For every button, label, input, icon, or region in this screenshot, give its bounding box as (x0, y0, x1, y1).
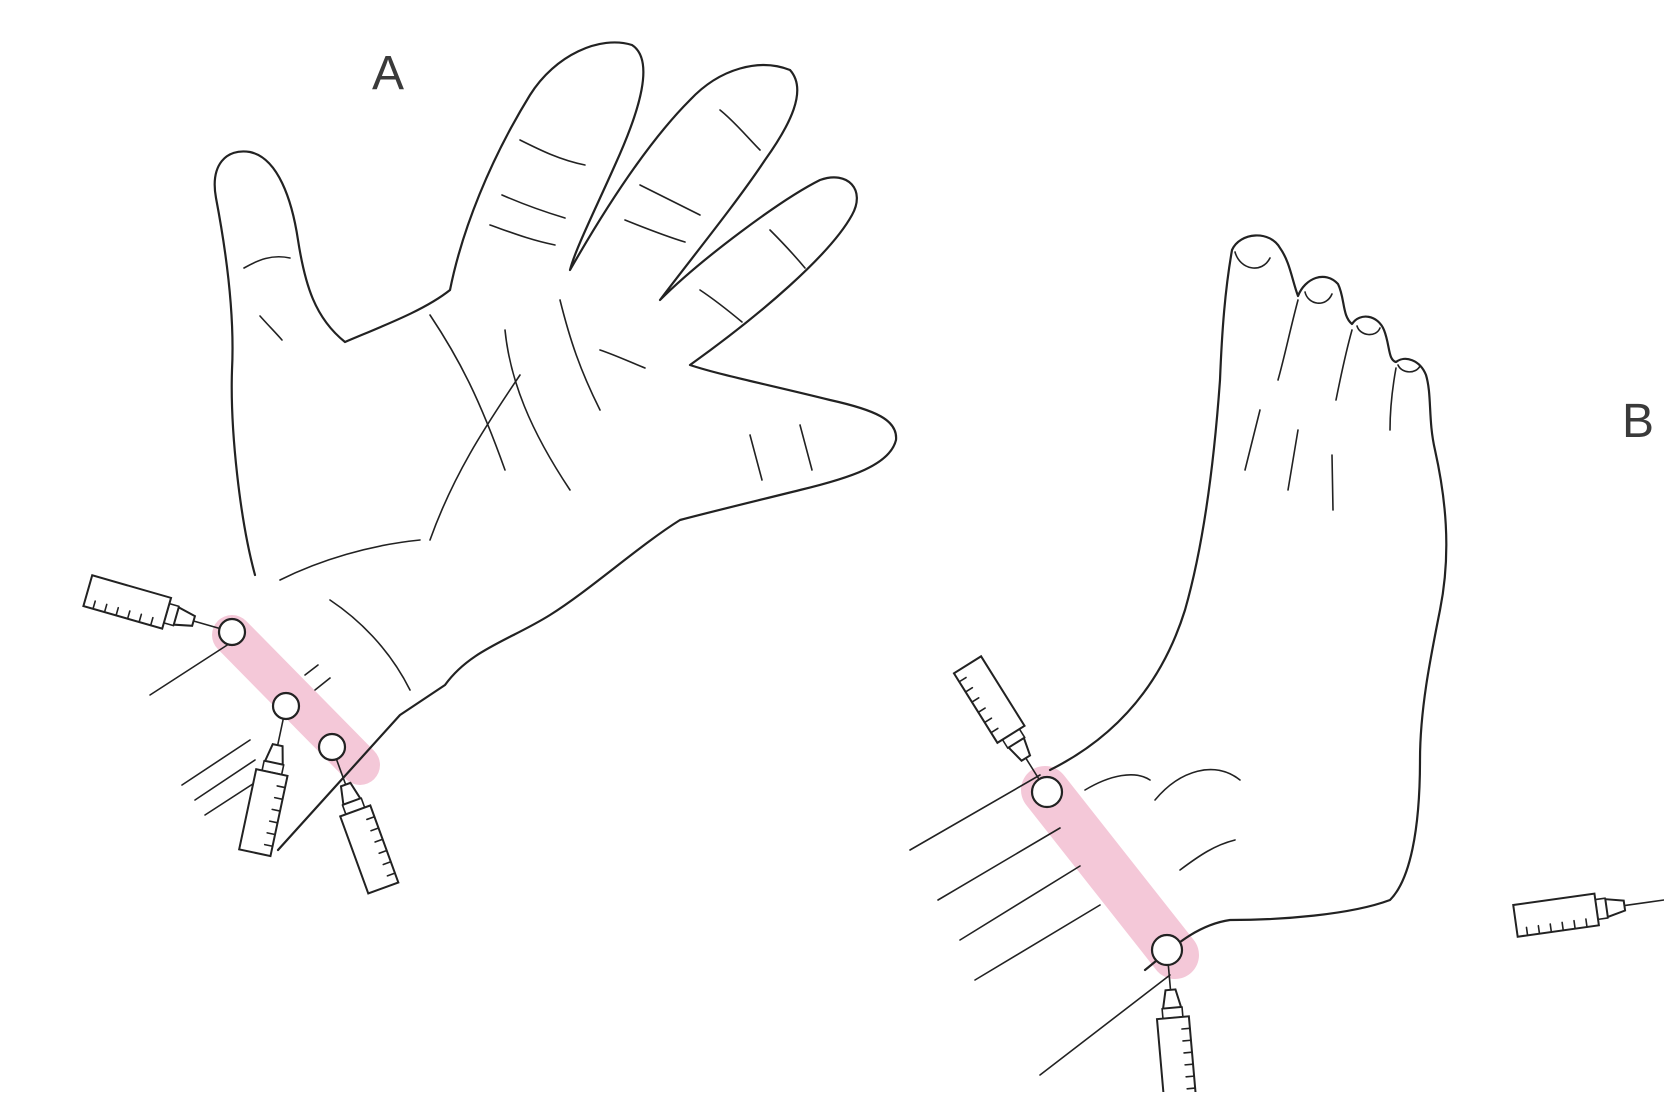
panel-label-b: B (1622, 398, 1654, 446)
injection-site-a3 (319, 734, 345, 760)
foot-injection-sites (954, 656, 1664, 1092)
panel-label-a: A (372, 50, 404, 98)
injection-site-a1 (219, 619, 245, 645)
injection-site-b2 (1152, 935, 1182, 965)
hand-illustration (150, 42, 896, 850)
ankle-block-band (1045, 790, 1175, 955)
injection-site-a2 (273, 693, 299, 719)
injection-site-b1 (1032, 777, 1062, 807)
syringe-b3-partial (1513, 884, 1664, 937)
